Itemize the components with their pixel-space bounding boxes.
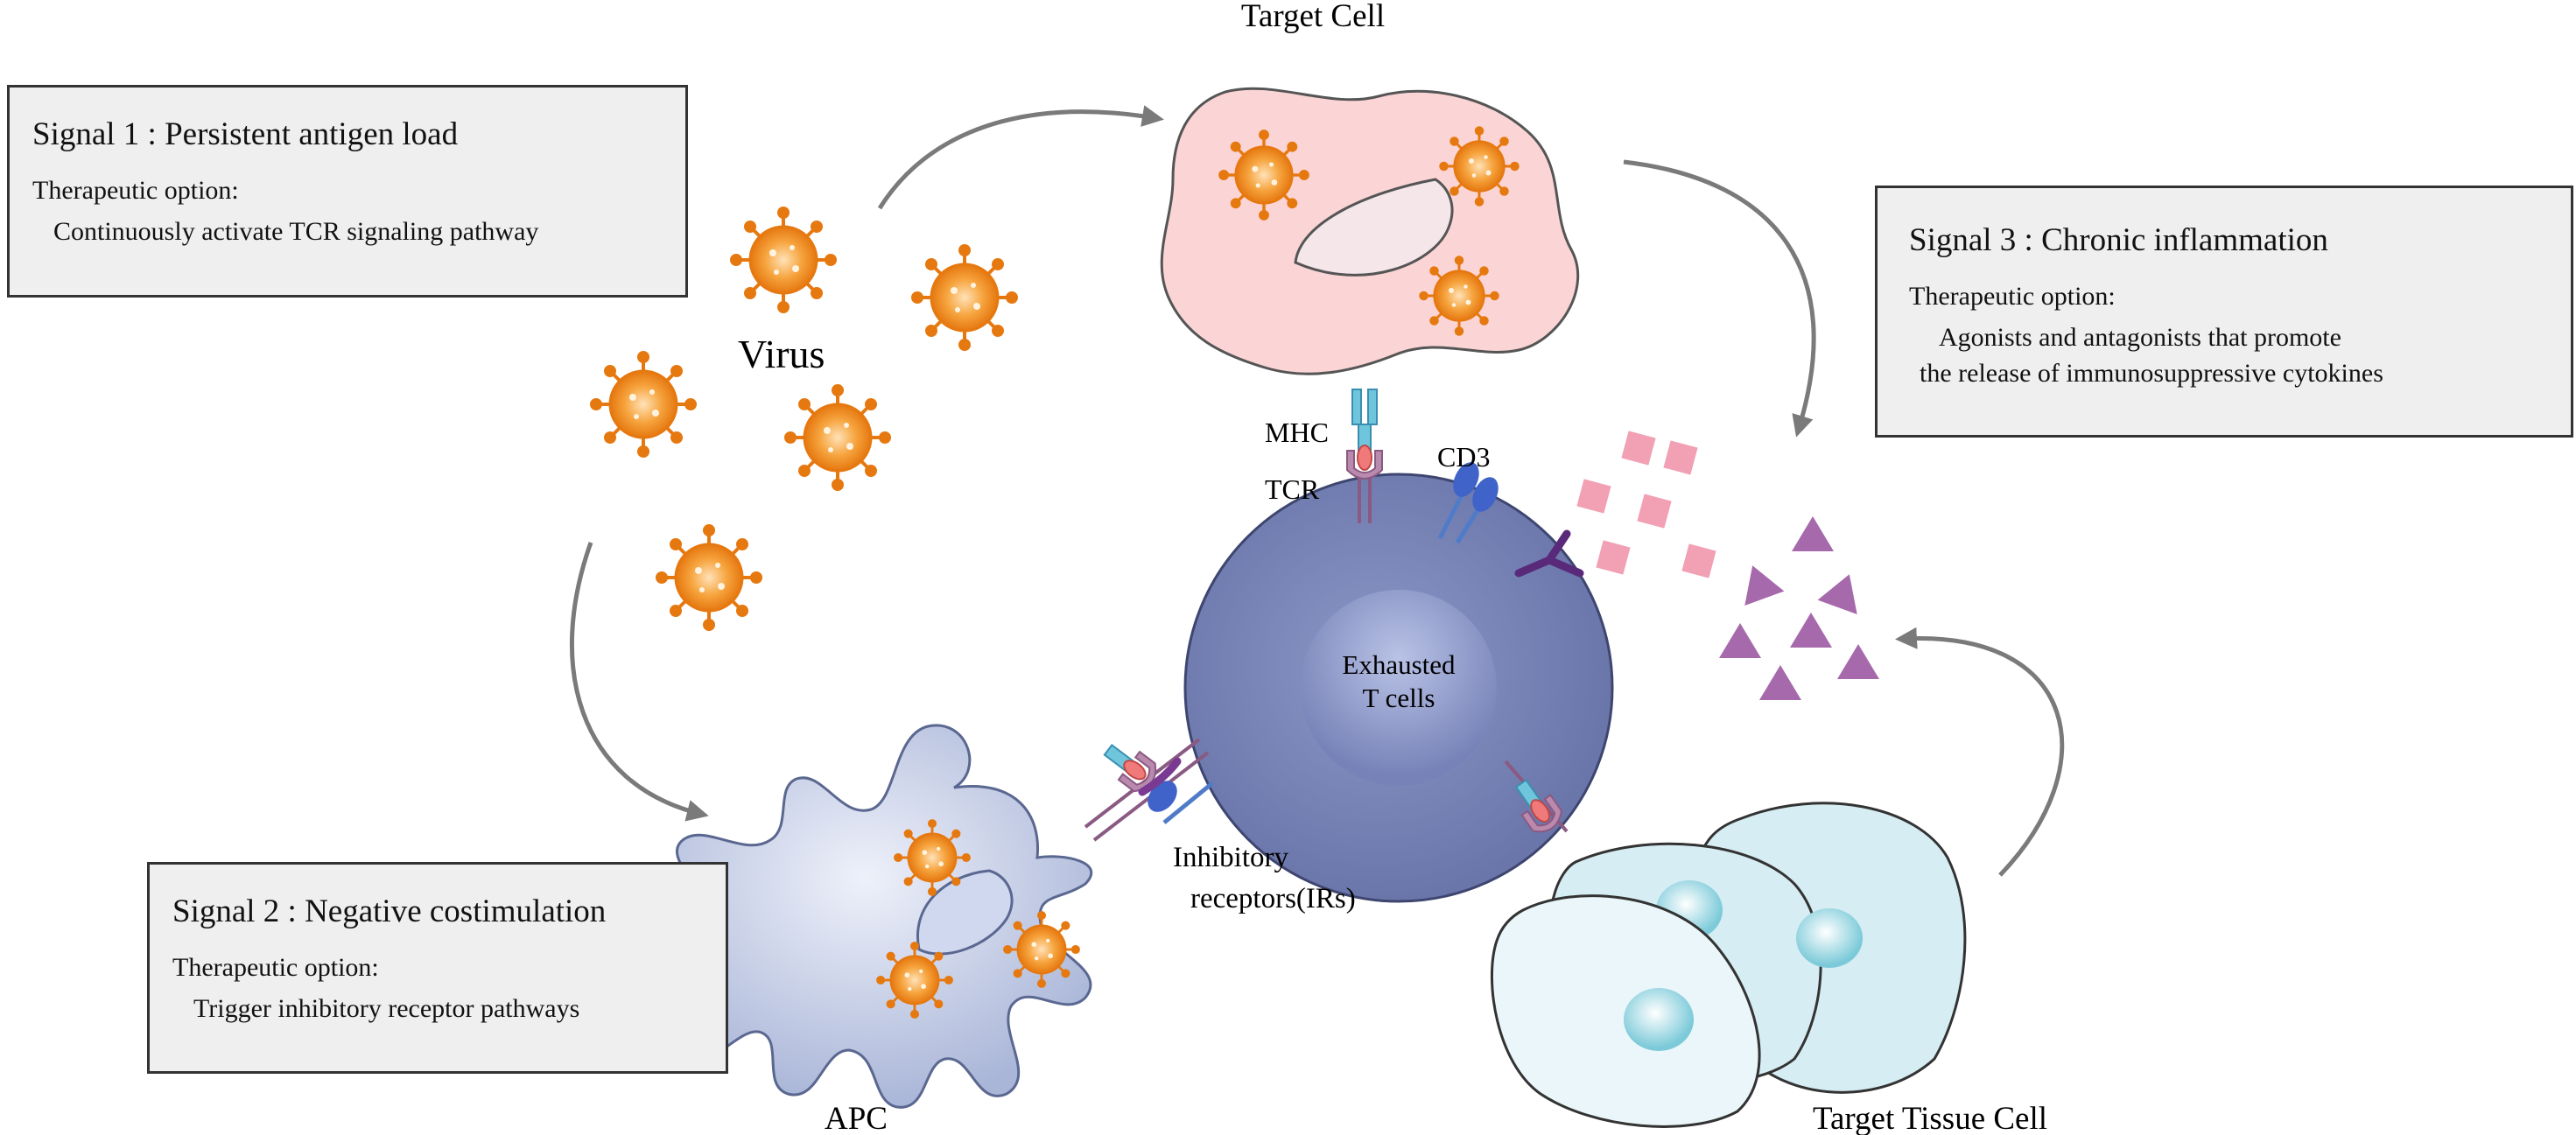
arrow-virus-to-target [877, 105, 1164, 210]
virus-in-target-3 [1419, 256, 1499, 336]
tissue-cell-nucleus-1 [1624, 988, 1694, 1051]
cd3-receptor [1437, 462, 1499, 544]
target-tissue-cell-label: Target Tissue Cell [1813, 1101, 2047, 1135]
inhibitory-label-2: receptors(IRs) [1190, 883, 1356, 914]
cd3-label: CD3 [1437, 441, 1490, 473]
virus-label: Virus [738, 332, 825, 376]
virus-particle-2 [911, 244, 1018, 351]
virus-particle-5 [656, 524, 762, 631]
mhc-tcr-complex-top [1346, 424, 1383, 480]
target-cell-nucleus [1294, 178, 1454, 277]
virus-particle-4 [784, 384, 891, 491]
virus-in-target-2 [1439, 126, 1520, 207]
arrow-tissue-to-cytokines [1895, 627, 2065, 877]
signal-2-title: Signal 2 : Negative costimulation [172, 893, 607, 929]
inhibitory-receptor [1138, 757, 1214, 824]
inhibitory-label-1: Inhibitory [1173, 842, 1288, 873]
signal-1-option-label: Therapeutic option: [32, 176, 239, 205]
virus-in-apc-1 [894, 819, 971, 896]
signal-1-title: Signal 1 : Persistent antigen load [32, 116, 459, 152]
apc-cell [636, 724, 1093, 1109]
cytokine-squares [1576, 431, 1716, 578]
virus-particle-3 [590, 351, 697, 458]
cytokine-triangles [1719, 516, 1879, 700]
tcr-label: TCR [1265, 473, 1320, 505]
signal-1-box: Signal 1 : Persistent antigen load Thera… [7, 85, 688, 298]
signal-2-option-label: Therapeutic option: [172, 953, 379, 982]
y-receptor [1514, 529, 1584, 578]
signal-2-box: Signal 2 : Negative costimulation Therap… [147, 862, 728, 1074]
exhausted-label-2: T cells [1363, 683, 1435, 713]
signal-3-option-label: Therapeutic option: [1909, 282, 2116, 311]
signal-3-option-text-2: the release of immunosuppressive cytokin… [1920, 358, 2383, 388]
t-cell-nucleus [1301, 590, 1497, 786]
arrow-virus-to-apc [569, 542, 709, 822]
exhausted-label-1: Exhausted [1342, 649, 1456, 680]
signal-2-option-text: Trigger inhibitory receptor pathways [193, 994, 580, 1023]
tissue-cell-nucleus-3 [1796, 908, 1863, 968]
mhc-label: MHC [1265, 417, 1329, 448]
apc-label: APC [825, 1101, 888, 1135]
signal-3-option-text-1: Agonists and antagonists that promote [1939, 323, 2341, 352]
target-cell-label: Target Cell [1241, 0, 1385, 34]
virus-particle-1 [730, 207, 837, 313]
arrow-target-to-cytokines [1623, 159, 1816, 438]
virus-in-target-1 [1218, 130, 1309, 221]
signal-3-title: Signal 3 : Chronic inflammation [1909, 222, 2328, 258]
virus-in-apc-2 [1003, 911, 1080, 988]
signal-3-box: Signal 3 : Chronic inflammation Therapeu… [1875, 186, 2573, 438]
signal-1-option-text: Continuously activate TCR signaling path… [53, 217, 539, 246]
virus-in-apc-3 [876, 942, 953, 1019]
apc-nucleus [916, 869, 1014, 956]
